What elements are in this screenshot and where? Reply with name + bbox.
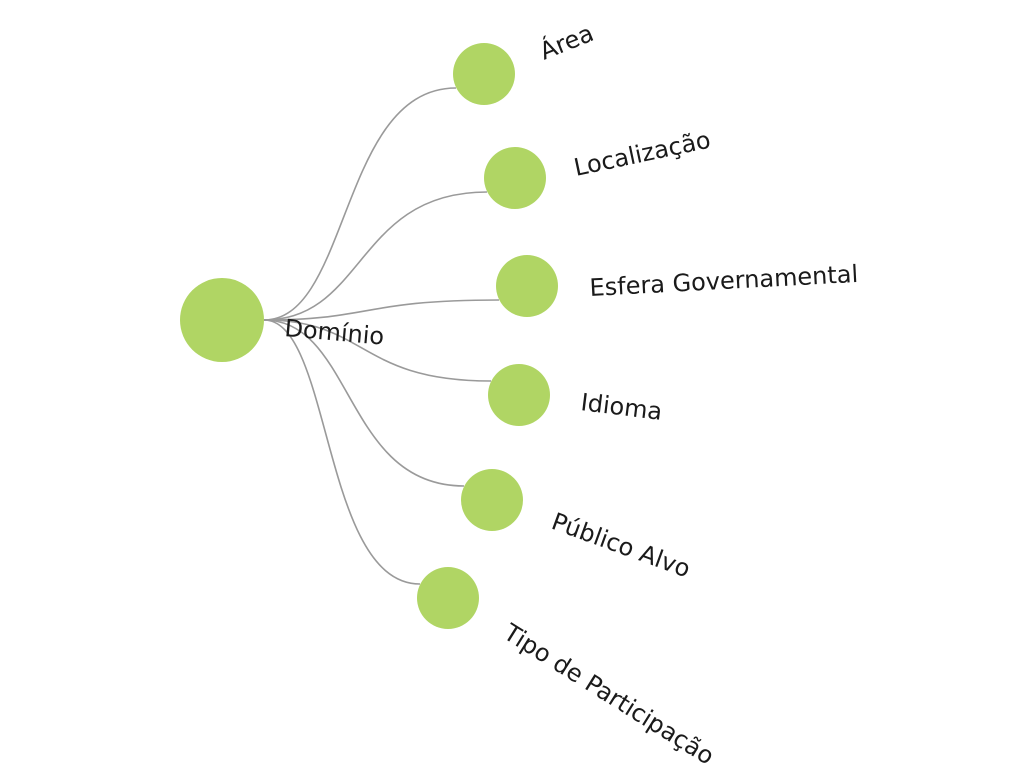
node-area-label: Área [535,18,597,66]
node-publico-alvo[interactable]: Público Alvo [461,469,694,583]
node-tipo-de-participacao[interactable]: Tipo de Participação [417,567,719,768]
node-area-circle[interactable] [453,43,515,105]
link-area [263,87,457,321]
node-idioma-label: Idioma [579,388,664,426]
node-idioma-circle[interactable] [488,364,550,426]
node-localizacao-label: Localização [571,126,713,182]
node-esfera-governamental[interactable]: Esfera Governamental [496,255,859,317]
node-publico-alvo-circle[interactable] [461,469,523,531]
link-idioma [263,319,492,382]
node-tipo-de-participacao-circle[interactable] [417,567,479,629]
node-localizacao[interactable]: Localização [484,126,713,209]
node-localizacao-circle[interactable] [484,147,546,209]
link-tipo-de-participacao [263,319,421,585]
node-esfera-governamental-label: Esfera Governamental [589,260,859,302]
root-node-label: Domínio [283,314,385,351]
root-node-circle[interactable] [180,278,264,362]
link-publico-alvo [263,319,465,487]
node-publico-alvo-label: Público Alvo [548,507,694,583]
tree-links [263,87,500,585]
node-esfera-governamental-circle[interactable] [496,255,558,317]
node-idioma[interactable]: Idioma [488,364,664,426]
child-nodes: Área Localização Esfera Governamental Id… [417,18,859,768]
link-localizacao [263,191,488,321]
node-area[interactable]: Área [453,18,597,105]
link-esfera-governamental [263,299,500,321]
node-tipo-de-participacao-label: Tipo de Participação [498,618,719,768]
